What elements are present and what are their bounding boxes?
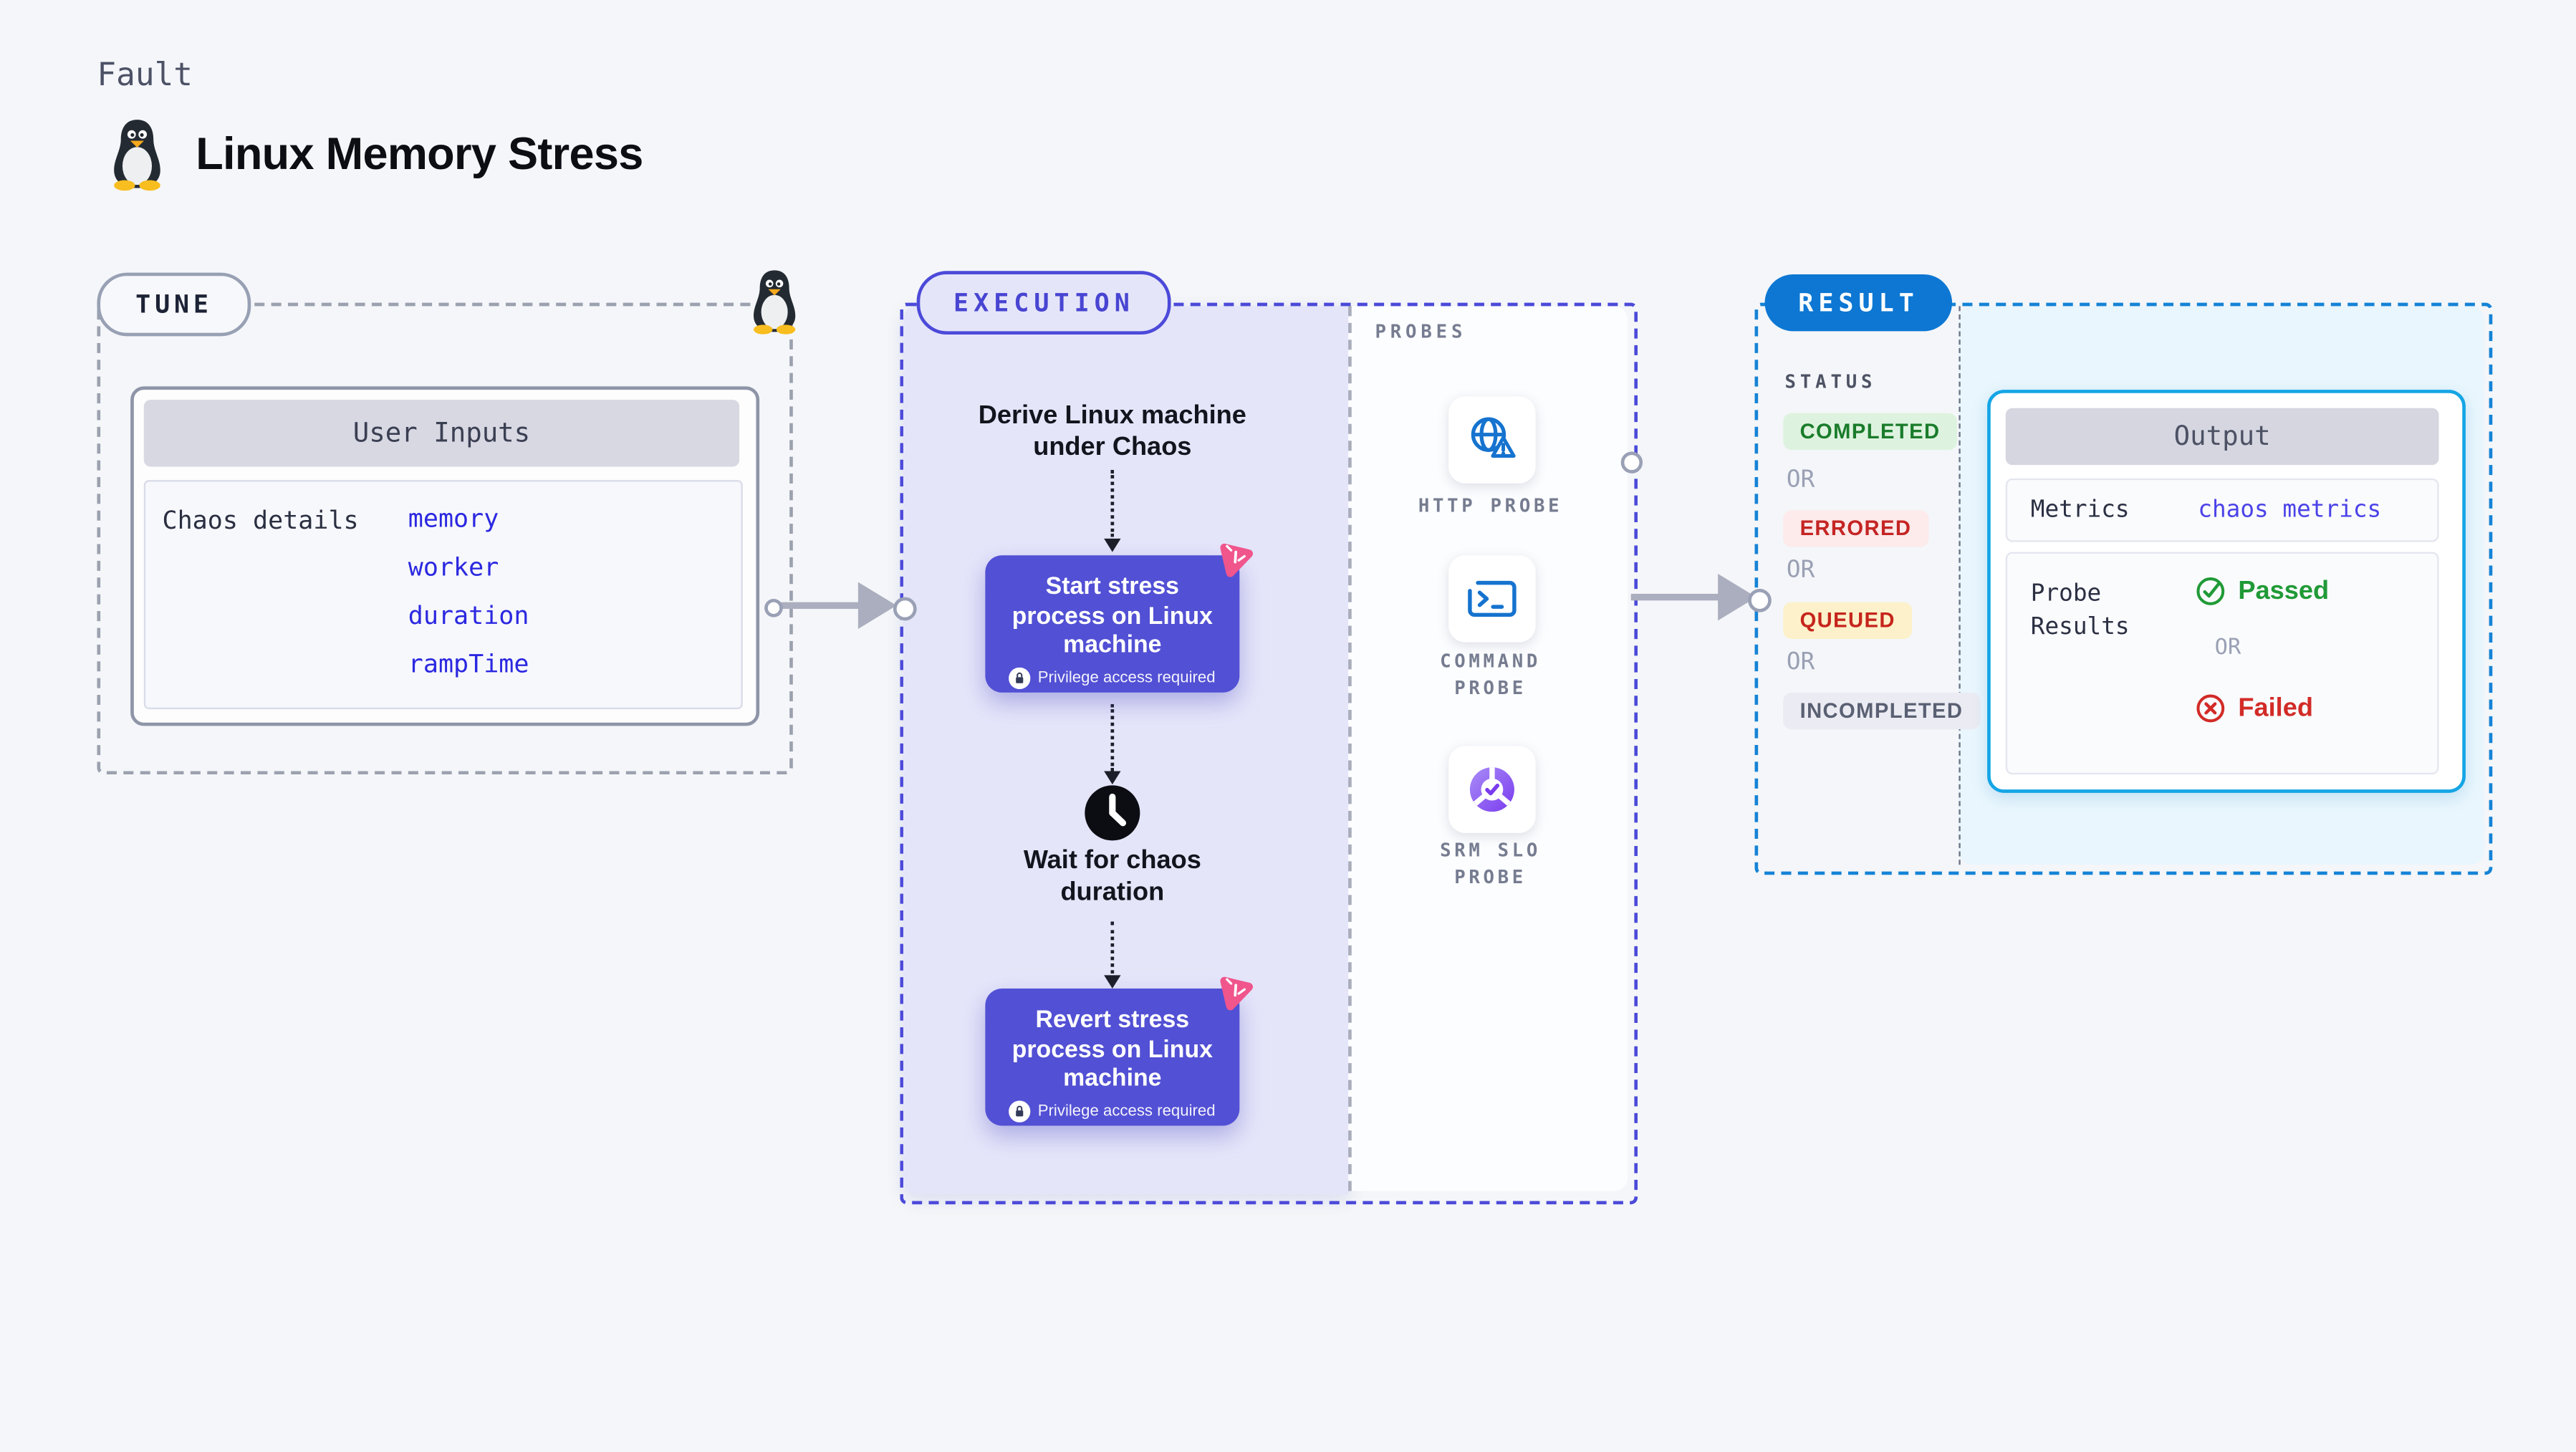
status-badge-incompleted: INCOMPLETED (1783, 692, 1980, 730)
status-label: STATUS (1784, 371, 1877, 393)
connector-dot (1620, 451, 1643, 473)
privilege-note: Privilege access required (1009, 667, 1216, 690)
slo-gauge-check-icon (1469, 767, 1514, 812)
input-link-duration[interactable]: duration (408, 600, 529, 631)
privilege-note-text: Privilege access required (1037, 669, 1216, 688)
tune-section-box (97, 302, 793, 775)
connector-dot (764, 598, 783, 617)
globe-alert-icon (1471, 417, 1516, 458)
tune-badge: TUNE (97, 272, 251, 337)
wait-clock-icon (1085, 785, 1140, 841)
status-badge-errored: ERRORED (1783, 510, 1928, 547)
flow-connector (1110, 704, 1115, 771)
chaos-fault-icon (1220, 543, 1253, 577)
execution-badge: EXECUTION (916, 271, 1172, 335)
chaos-metrics-link[interactable]: chaos metrics (2198, 496, 2382, 524)
connector-dot (1748, 588, 1772, 612)
input-link-memory[interactable]: memory (408, 503, 499, 534)
flow-arrowhead (1104, 538, 1121, 552)
metrics-row: Metrics chaos metrics (2005, 478, 2439, 542)
execution-section-box (900, 302, 1638, 1205)
chaos-fault-icon (1220, 976, 1253, 1011)
output-title: Output (2005, 408, 2439, 466)
failed-label: Failed (2238, 693, 2313, 722)
wait-step-label: Wait for chaos duration (1023, 846, 1201, 908)
page-title: Linux Memory Stress (196, 128, 643, 179)
derive-step-label: Derive Linux machine under Chaos (978, 401, 1246, 463)
execution-probes-divider (1348, 306, 1352, 1191)
fault-eyebrow: Fault (97, 57, 193, 94)
linux-tux-icon-small (754, 270, 796, 335)
srm-slo-probe-card (1448, 746, 1536, 833)
status-badge-completed: COMPLETED (1783, 413, 1957, 451)
lock-icon (1009, 667, 1032, 690)
flow-arrowhead (1104, 771, 1121, 785)
flow-connector (1110, 470, 1115, 537)
command-probe-card (1448, 555, 1536, 643)
linux-tux-icon (114, 120, 160, 191)
connector-dot (893, 597, 917, 621)
or-separator: OR (1786, 649, 1815, 676)
lock-icon (1009, 1100, 1032, 1122)
or-separator: OR (1786, 466, 1815, 494)
arrow-tune-to-execution (776, 602, 860, 610)
status-badge-queued: QUEUED (1783, 602, 1913, 640)
metrics-label: Metrics (2030, 496, 2130, 524)
user-inputs-title: User Inputs (143, 400, 740, 467)
flow-connector (1110, 921, 1115, 974)
arrow-execution-to-result (1630, 593, 1720, 601)
srm-slo-probe-label: SRM SLO PROBE (1440, 840, 1542, 888)
probe-results-label: Probe Results (2030, 580, 2130, 641)
or-separator: OR (1786, 557, 1815, 584)
http-probe-card (1448, 396, 1536, 484)
start-stress-title: Start stress process on Linux machine (1011, 573, 1213, 660)
output-card: Output Metrics chaos metrics Probe Resul… (1987, 390, 2466, 793)
check-circle-icon (2196, 577, 2225, 605)
input-link-worker[interactable]: worker (408, 552, 499, 582)
chaos-details-label: Chaos details (162, 505, 359, 536)
terminal-icon (1468, 580, 1517, 617)
x-circle-icon (2196, 694, 2225, 723)
failed-verdict: Failed (2195, 693, 2313, 724)
privilege-note-text: Privilege access required (1037, 1102, 1216, 1121)
arrow-head (857, 582, 897, 629)
probe-results-row: Probe Results Passed OR Failed (2005, 552, 2439, 775)
flow-arrowhead (1104, 975, 1121, 989)
revert-stress-title: Revert stress process on Linux machine (1011, 1006, 1213, 1093)
input-link-ramptime[interactable]: rampTime (408, 649, 529, 680)
passed-verdict: Passed (2195, 575, 2330, 607)
start-stress-node: Start stress process on Linux machine Pr… (985, 555, 1240, 693)
passed-label: Passed (2238, 576, 2330, 605)
command-probe-label: COMMAND PROBE (1440, 650, 1542, 699)
privilege-note: Privilege access required (1009, 1100, 1216, 1122)
chaos-details-values: memory worker duration rampTime (408, 500, 529, 683)
user-inputs-body (143, 480, 743, 710)
revert-stress-node: Revert stress process on Linux machine P… (985, 989, 1240, 1126)
result-badge: RESULT (1764, 274, 1953, 332)
probes-label: PROBES (1375, 321, 1467, 343)
http-probe-label: HTTP PROBE (1418, 495, 1563, 517)
or-separator: OR (2214, 635, 2241, 661)
result-status-divider (1959, 306, 1961, 865)
